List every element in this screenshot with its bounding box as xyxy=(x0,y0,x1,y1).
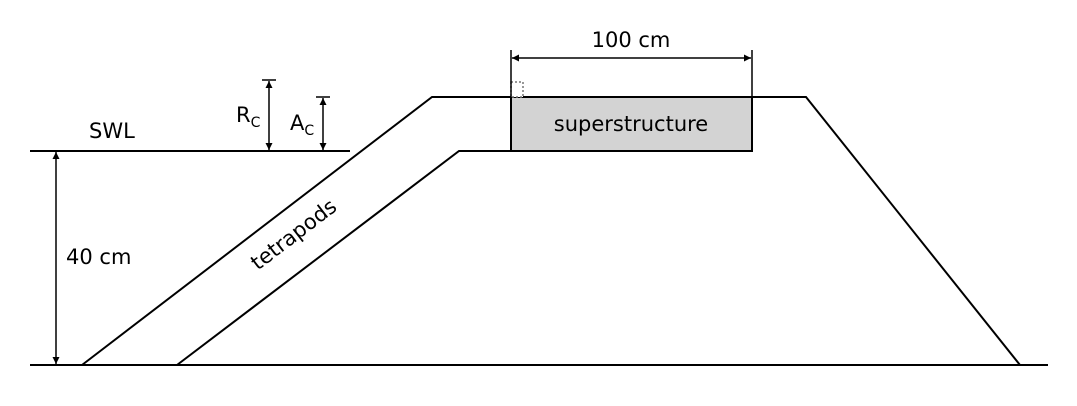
depth-dimension-label: 40 cm xyxy=(66,245,131,269)
width-dimension-label: 100 cm xyxy=(592,28,671,52)
ac-label-subscript: C xyxy=(304,123,314,139)
wave-wall-dashed-box xyxy=(510,81,524,98)
rc-label-subscript: C xyxy=(251,115,261,131)
core-layer-outline xyxy=(176,150,511,366)
rc-label: RC xyxy=(236,103,261,131)
armour-layer-label: tetrapods xyxy=(246,194,341,275)
superstructure-label: superstructure xyxy=(554,112,708,136)
ac-label: AC xyxy=(290,111,314,139)
ac-label-main: A xyxy=(290,111,305,135)
superstructure-block xyxy=(510,96,753,152)
still-water-level-label: SWL xyxy=(89,119,135,143)
rc-label-main: R xyxy=(236,103,251,127)
